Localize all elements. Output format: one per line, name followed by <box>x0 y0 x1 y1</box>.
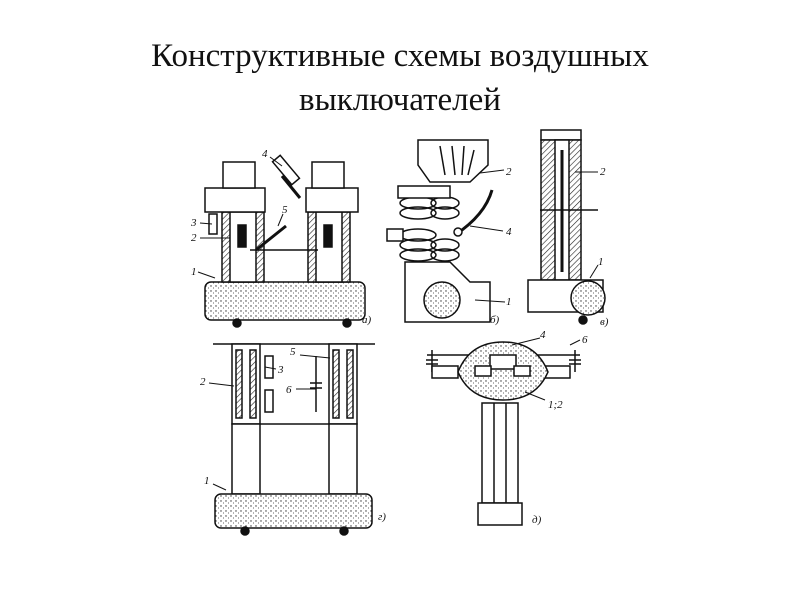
fig-a-label-2: 2 <box>191 232 197 244</box>
figure-d <box>426 337 581 526</box>
fig-g-label-2: 2 <box>200 376 206 388</box>
fig-d-label-12: 1;2 <box>548 399 563 411</box>
fig-b-caption: б) <box>490 314 500 326</box>
bellows-b <box>399 196 460 262</box>
fig-a-label-4: 4 <box>262 148 268 160</box>
fig-b-label-4: 4 <box>506 226 512 238</box>
fig-d-label-6: 6 <box>582 334 588 346</box>
figure-a <box>197 154 366 328</box>
fig-g-caption: г) <box>378 511 386 523</box>
fig-g-label-5: 5 <box>290 346 296 358</box>
figure-b <box>386 139 506 323</box>
figure-g <box>208 343 375 536</box>
fig-a-label-1: 1 <box>191 266 197 278</box>
title-line-2: выключателей <box>299 82 501 118</box>
fig-a-caption: а) <box>362 314 372 326</box>
fig-b-label-2: 2 <box>506 166 512 178</box>
base-a <box>204 281 366 321</box>
fig-g-label-1: 1 <box>204 475 210 487</box>
fig-b-label-1: 1 <box>506 296 512 308</box>
fig-a-label-5: 5 <box>282 204 288 216</box>
fig-v-label-1: 1 <box>598 256 604 268</box>
fig-g-label-6: 6 <box>286 384 292 396</box>
figure-v <box>527 129 606 325</box>
fig-g-label-3: 3 <box>277 364 284 376</box>
slide-title: Конструктивные схемы воздушных выключате… <box>0 34 800 122</box>
fig-v-label-2: 2 <box>600 166 606 178</box>
fig-a-label-3: 3 <box>190 217 197 229</box>
fig-v-caption: в) <box>600 316 609 328</box>
fig-d-label-4: 4 <box>540 329 546 341</box>
fig-d-caption: д) <box>532 514 542 526</box>
title-line-1: Конструктивные схемы воздушных <box>151 38 649 74</box>
